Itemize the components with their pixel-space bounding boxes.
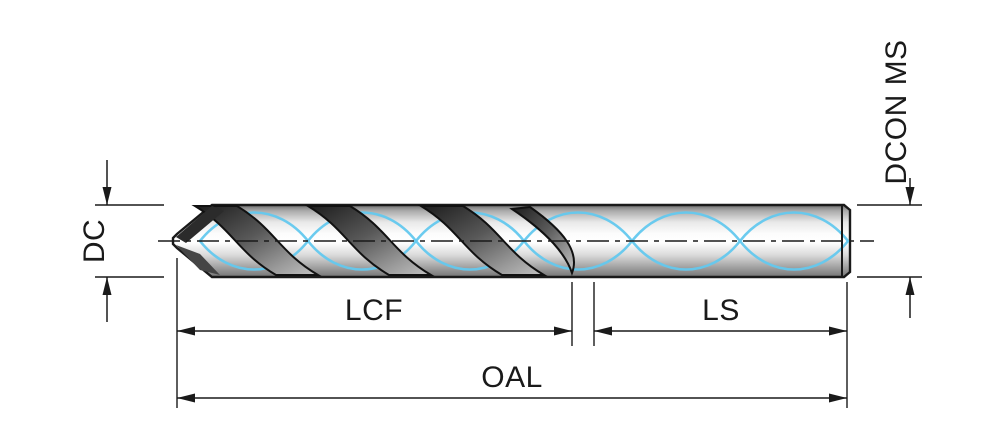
label-dcon-ms: DCON MS [880,39,913,184]
label-lcf: LCF [345,294,403,327]
dcon-arrow-down [905,187,915,205]
point-facet-upper [176,206,224,243]
drill-point [176,206,224,275]
ls-arrow-right [829,326,847,336]
dim-dcon-ms: DCON MS [857,39,922,318]
dim-lcf: LCF [177,294,572,336]
dim-ls: LS [594,294,847,336]
lcf-arrow-right [554,326,572,336]
dc-arrow-down [102,187,112,205]
oal-arrow-left [177,393,195,403]
dcon-arrow-up [905,277,915,295]
point-facet-lower [176,245,220,275]
ls-arrow-left [594,326,612,336]
label-dc: DC [78,219,111,263]
dimensions: DC DCON MS LCF LS [78,39,922,408]
oal-arrow-right [829,393,847,403]
dc-arrow-up [102,277,112,295]
flute-runout [509,205,575,276]
dim-dc: DC [78,160,164,322]
dim-oal: OAL [177,361,847,403]
lcf-arrow-left [177,326,195,336]
label-ls: LS [702,294,740,327]
label-oal: OAL [481,361,543,394]
